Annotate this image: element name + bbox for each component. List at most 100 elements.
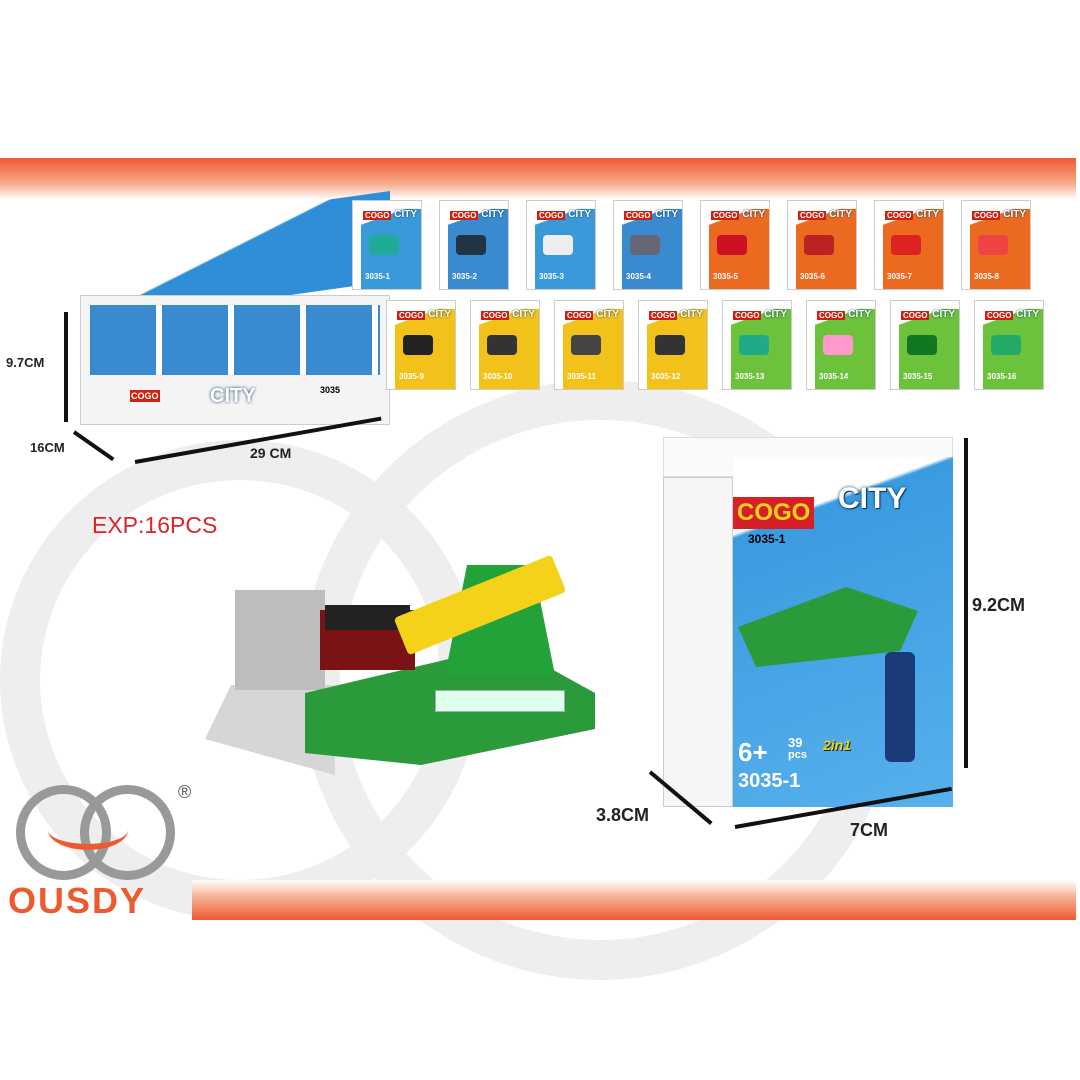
quantity-label: EXP:16PCS	[92, 512, 218, 538]
mini-box: COGO CITY 3035-1	[352, 200, 422, 290]
mini-box-code: 3035-5	[713, 272, 738, 281]
mini-box-logo: COGO	[817, 311, 846, 320]
mini-box-logo: COGO	[985, 311, 1014, 320]
brand-name: OUSDY	[8, 880, 147, 921]
mini-box-title: CITY	[596, 309, 619, 320]
mini-box-title: CITY	[428, 309, 451, 320]
mini-box-toy	[655, 335, 685, 355]
mini-box-logo: COGO	[565, 311, 594, 320]
mini-box-toy	[369, 235, 399, 255]
mini-box-code: 3035-6	[800, 272, 825, 281]
mini-box-toy	[571, 335, 601, 355]
mini-box-code: 3035-10	[483, 372, 513, 381]
mini-box-title: CITY	[481, 209, 504, 220]
mini-box: COGO CITY 3035-3	[526, 200, 596, 290]
display-box-code: 3035	[320, 385, 341, 395]
mini-box-title: CITY	[764, 309, 787, 320]
box-pieces-unit: pcs	[788, 749, 807, 761]
mini-box-title: CITY	[829, 209, 852, 220]
mini-box: COGO CITY 3035-10	[470, 300, 540, 390]
mini-box-code: 3035-3	[539, 272, 564, 281]
box-code-top: 3035-1	[748, 532, 786, 546]
mini-box: COGO CITY 3035-16	[974, 300, 1044, 390]
mini-box-logo: COGO	[481, 311, 510, 320]
mini-box-code: 3035-11	[567, 372, 596, 381]
display-box-logo: COGO	[130, 390, 160, 402]
display-width-label: 29 CM	[250, 445, 292, 461]
mini-box: COGO CITY 3035-2	[439, 200, 509, 290]
mini-box-logo: COGO	[885, 211, 914, 220]
mini-box-toy	[991, 335, 1021, 355]
mini-box-logo: COGO	[363, 211, 392, 220]
mini-box-title: CITY	[655, 209, 678, 220]
cogo-logo: COGO	[733, 497, 815, 529]
mini-box-logo: COGO	[649, 311, 678, 320]
mini-box-code: 3035-7	[887, 272, 912, 281]
mini-box-logo: COGO	[450, 211, 479, 220]
display-height-label: 9.7CM	[6, 355, 45, 370]
ousdy-logo: ® OUSDY	[8, 780, 198, 921]
mini-box: COGO CITY 3035-6	[787, 200, 857, 290]
mini-box: COGO CITY 3035-4	[613, 200, 683, 290]
minifigure	[885, 652, 915, 762]
mini-box-title: CITY	[1016, 309, 1039, 320]
mini-box: COGO CITY 3035-15	[890, 300, 960, 390]
mini-box-title: CITY	[394, 209, 417, 220]
mini-box-code: 3035-13	[735, 372, 765, 381]
registered-mark: ®	[178, 782, 192, 802]
mini-box-title: CITY	[916, 209, 939, 220]
mini-box: COGO CITY 3035-12	[638, 300, 708, 390]
mini-box: COGO CITY 3035-7	[874, 200, 944, 290]
mini-box-toy	[630, 235, 660, 255]
mini-box: COGO CITY 3035-13	[722, 300, 792, 390]
mini-box-title: CITY	[742, 209, 765, 220]
box-height-label: 9.2CM	[972, 595, 1026, 615]
mini-box-toy	[891, 235, 921, 255]
box-title: CITY	[838, 482, 907, 515]
mini-box: COGO CITY 3035-9	[386, 300, 456, 390]
mini-box-title: CITY	[512, 309, 535, 320]
mini-box-toy	[456, 235, 486, 255]
mini-box-title: CITY	[932, 309, 955, 320]
mini-box-title: CITY	[568, 209, 591, 220]
mini-box-toy	[978, 235, 1008, 255]
mini-box-title: CITY	[848, 309, 871, 320]
display-box: CITY 3035 COGO	[80, 191, 390, 440]
mini-box-code: 3035-15	[903, 372, 933, 381]
mini-box: COGO CITY 3035-8	[961, 200, 1031, 290]
top-banner	[0, 158, 1076, 200]
bottom-banner	[192, 880, 1076, 920]
mini-box-toy	[907, 335, 937, 355]
box-pieces: 39	[788, 735, 803, 750]
display-depth-label: 16CM	[30, 440, 65, 455]
mini-box-code: 3035-14	[819, 372, 849, 381]
mini-box-code: 3035-2	[452, 272, 477, 281]
box-age: 6+	[738, 737, 768, 767]
mini-box-title: CITY	[1003, 209, 1026, 220]
mini-box-code: 3035-4	[626, 272, 651, 281]
mini-box-logo: COGO	[397, 311, 426, 320]
mini-box-code: 3035-8	[974, 272, 999, 281]
mini-box-toy	[823, 335, 853, 355]
mini-box-toy	[717, 235, 747, 255]
mini-box-toy	[804, 235, 834, 255]
box-code-bottom: 3035-1	[738, 770, 801, 792]
box-depth-label: 3.8CM	[596, 805, 650, 825]
brick-model	[205, 554, 600, 780]
mini-box-toy	[403, 335, 433, 355]
mini-box-code: 3035-16	[987, 372, 1017, 381]
mini-box-title: CITY	[680, 309, 703, 320]
mini-box-logo: COGO	[624, 211, 653, 220]
box-badge: 2in1	[823, 737, 852, 753]
arrow	[64, 312, 68, 422]
mini-box-toy	[487, 335, 517, 355]
mini-box-logo: COGO	[798, 211, 827, 220]
mini-box-code: 3035-1	[365, 272, 390, 281]
display-box-title: CITY	[210, 385, 256, 407]
mini-box-logo: COGO	[711, 211, 740, 220]
product-box: COGO 3035-1 CITY 6+ 39 pcs 2in1 3035-1	[663, 437, 953, 812]
mini-box: COGO CITY 3035-5	[700, 200, 770, 290]
mini-box-logo: COGO	[972, 211, 1001, 220]
mini-box-logo: COGO	[733, 311, 762, 320]
mini-box-toy	[543, 235, 573, 255]
